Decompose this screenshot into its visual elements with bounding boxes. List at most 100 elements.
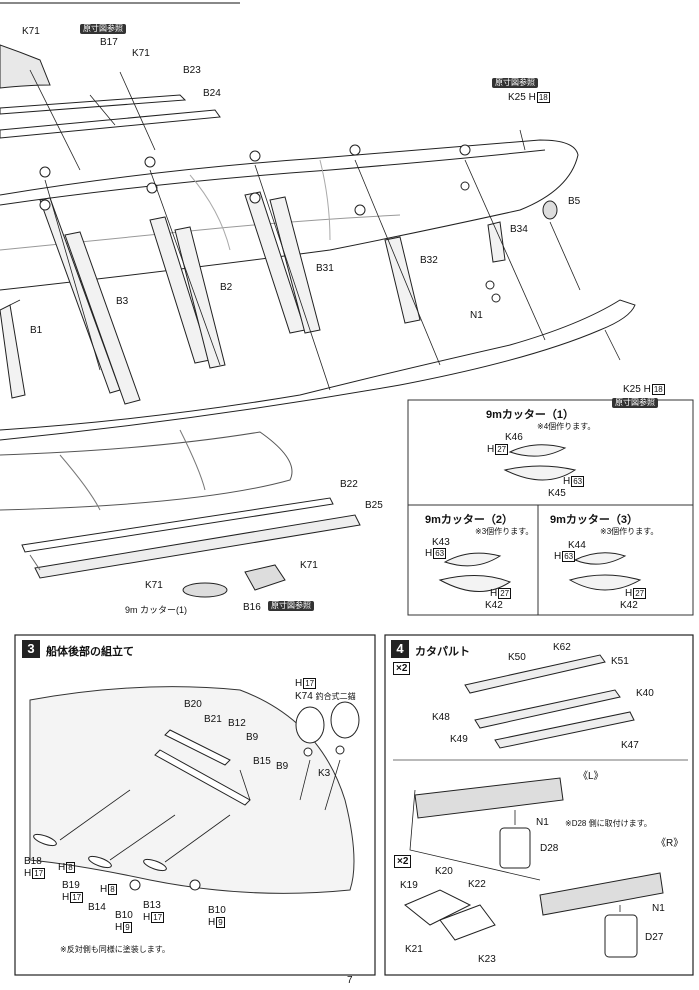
step-3-number: 3 (22, 640, 40, 658)
label-k3: K3 (318, 768, 331, 779)
step3-arrows (59, 759, 341, 863)
label-d28-note: ※D28 側に取付けます。 (565, 819, 652, 828)
ref-tag-top-right: 原寸図参照 (492, 78, 538, 88)
step-3-title: 船体後部の組立て (46, 646, 134, 658)
label-b13: B13 (143, 900, 161, 911)
step-4-title: カタパルト (415, 646, 470, 658)
cutter-1-note: ※4個作ります。 (537, 422, 596, 431)
label-b22: B22 (340, 479, 358, 490)
cutter-3-part-a: K44 (568, 540, 586, 551)
leader-lines (9, 69, 621, 391)
label-d28: D28 (540, 843, 559, 854)
label-k48: K48 (432, 712, 450, 723)
label-b32: B32 (420, 255, 438, 266)
label-b24: B24 (203, 88, 221, 99)
strips-b23-b24 (0, 44, 221, 139)
step4-arrows (409, 789, 621, 912)
label-b12: B12 (228, 718, 246, 729)
label-b15: B15 (253, 756, 271, 767)
label-n1-r: N1 (652, 903, 665, 914)
cutter-1-title: 9mカッター（1） (486, 409, 575, 421)
label-n1-l: N1 (536, 817, 549, 828)
label-b3: B3 (116, 296, 129, 307)
label-b23: B23 (183, 65, 201, 76)
label-b16: B16 (243, 602, 261, 613)
step-4-count-badge-2: ×2 (394, 855, 412, 868)
label-b5: B5 (568, 196, 581, 207)
cutter-2-part-b: K42 (485, 600, 503, 611)
label-k71-a: K71 (22, 26, 40, 37)
page-number: 7 (347, 975, 353, 986)
label-b19: B19 (62, 880, 80, 891)
label-b31: B31 (316, 263, 334, 274)
label-k50: K50 (508, 652, 526, 663)
catapult-parts (404, 654, 664, 958)
step3-parts (33, 701, 360, 891)
label-b21: B21 (204, 714, 222, 725)
label-k40: K40 (636, 688, 654, 699)
cutter-boats (438, 444, 642, 592)
step-4-number: 4 (391, 640, 409, 658)
label-b10-a: B10 (115, 910, 133, 921)
label-b14: B14 (88, 902, 106, 913)
label-d27: D27 (645, 932, 664, 943)
stern-hull (29, 686, 355, 894)
label-b1: B1 (30, 325, 43, 336)
label-k74: K74 釣合式二錨 (295, 691, 356, 702)
label-k71-b: K71 (132, 48, 150, 59)
step-3-note: ※反対側も同様に塗装します。 (60, 945, 170, 954)
label-right-mark: 《R》 (656, 838, 684, 849)
label-b17: B17 (100, 37, 118, 48)
cutter-3-note: ※3個作ります。 (600, 527, 659, 536)
cutter-3-title: 9mカッター（3） (550, 514, 639, 526)
cutter-2-note: ※3個作ります。 (475, 527, 534, 536)
label-b2: B2 (220, 282, 233, 293)
deck-posts (39, 144, 558, 303)
ref-tag-top-left: 原寸図参照 (80, 24, 126, 34)
label-k19: K19 (400, 880, 418, 891)
label-k22: K22 (468, 879, 486, 890)
label-k23: K23 (478, 954, 496, 965)
label-left-mark: 《L》 (578, 771, 604, 782)
ref-tag-right-mid: 原寸図参照 (612, 398, 658, 408)
label-b9-b: B9 (276, 761, 289, 772)
label-b20: B20 (184, 699, 202, 710)
cutter-3-part-b: K42 (620, 600, 638, 611)
label-k71-c: K71 (145, 580, 163, 591)
label-k49: K49 (450, 734, 468, 745)
label-n1-top: N1 (470, 310, 483, 321)
label-b25: B25 (365, 500, 383, 511)
step-4-count-badge: ×2 (393, 662, 411, 675)
cutter-1-part-b: K45 (548, 488, 566, 499)
label-k47: K47 (621, 740, 639, 751)
label-k62: K62 (553, 642, 571, 653)
label-k20: K20 (435, 866, 453, 877)
label-b10-b: B10 (208, 905, 226, 916)
cutter-2-title: 9mカッター（2） (425, 514, 514, 526)
strips-b22-b25 (21, 497, 361, 598)
label-b9-a: B9 (246, 732, 259, 743)
label-k71-d: K71 (300, 560, 318, 571)
label-b18: B18 (24, 856, 42, 867)
label-b34: B34 (510, 224, 528, 235)
support-frames (0, 191, 506, 405)
label-cutter-1: 9m カッター(1) (125, 605, 188, 615)
label-k21: K21 (405, 944, 423, 955)
